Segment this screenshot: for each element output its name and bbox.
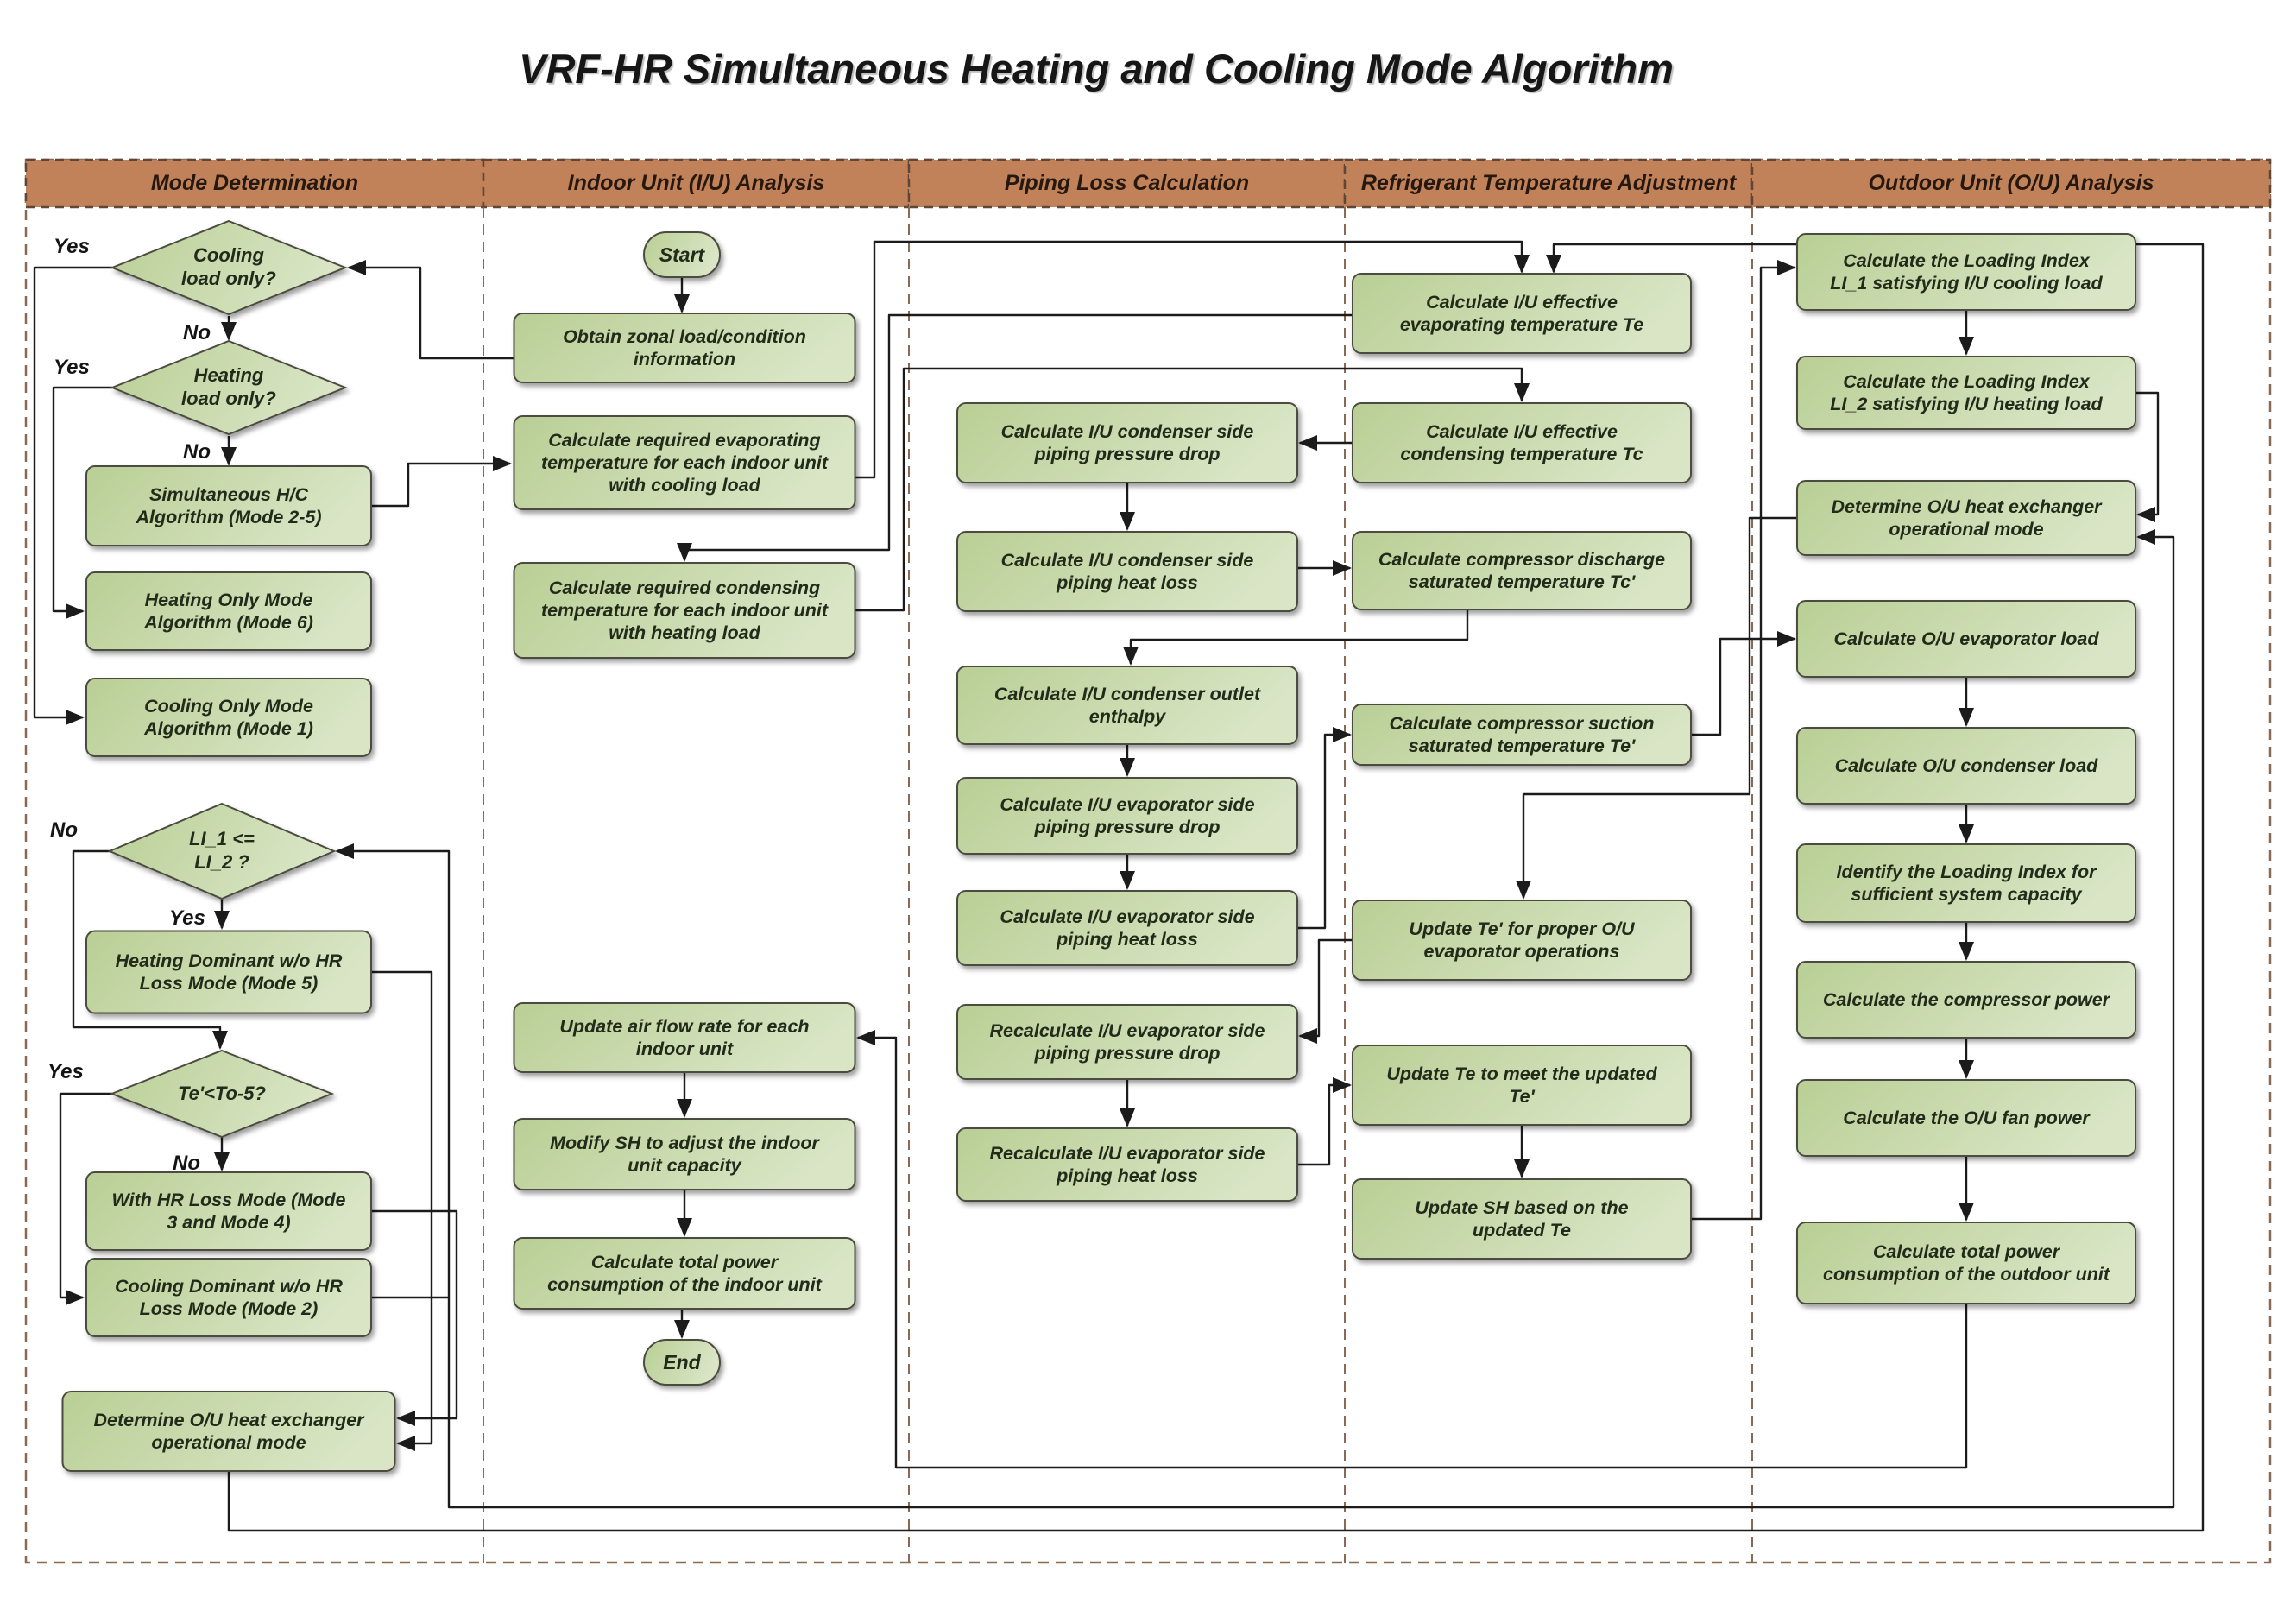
pill-start [643,231,721,278]
box-evap-heat-loss [956,890,1298,966]
branch-label-no-3: No [183,440,211,464]
lane-header-label: Piping Loss Calculation [1004,171,1250,195]
edge-li-no-to-te-diamond [72,849,228,1050]
box-li1 [1796,233,2136,311]
edge-determine-ou-to-update-te-prime [1516,516,1797,900]
edge-loadindex-feedback-to-li-diamond [335,843,451,1297]
edge-with-hr-to-determine-c1 [371,1209,458,1426]
box-update-te [1352,1045,1692,1126]
edge-evapheat-to-suction [1297,727,1352,930]
edge-cooling-yes-to-mode1 [33,266,112,725]
box-fan-power [1796,1079,2136,1157]
box-identify-li [1796,843,2136,923]
diamond-te-to5 [109,1049,335,1139]
lane-header-cell [1343,158,1754,209]
box-modify-sh [513,1118,856,1190]
box-cooling-dominant [85,1258,372,1337]
box-recalc-heat-loss [956,1127,1298,1202]
box-effective-te [1352,273,1692,354]
box-heating-only-mode [85,571,372,651]
box-ou-total-power [1796,1222,2136,1304]
box-cond-outlet-enthalpy [956,666,1298,745]
edge-cooling-dominant-to-determine-c5 [371,529,2175,1509]
box-update-airflow [513,1002,856,1073]
box-effective-tc [1352,402,1692,483]
diamond-cooling-load-only [110,219,348,316]
box-determine-ou-hx-c1 [61,1391,396,1472]
box-calc-evap-temp [513,415,856,510]
lane-header-cell [482,158,911,209]
box-cond-heat-loss [956,531,1298,612]
box-compressor-power [1796,961,2136,1039]
branch-label-yes-0: Yes [54,235,90,258]
box-with-hr-loss [85,1171,372,1251]
edge-suction-to-ou-evap-load [1691,631,1796,736]
edge-evaptemp-to-te [855,240,1530,479]
edge-heating-yes-to-mode6 [52,386,112,619]
box-heating-dominant [85,930,372,1014]
edge-ou-total-to-airflow [856,1030,1968,1469]
edge-li2-to-determine-ou [2135,391,2160,522]
branch-label-no-7: No [173,1152,200,1175]
box-li2 [1796,356,2136,430]
edge-te-to-condtemp [677,313,1353,562]
box-simultaneous-hc [85,465,372,546]
branch-label-no-4: No [50,818,78,842]
lane-header-cell [24,158,485,209]
lane-header-label: Indoor Unit (I/U) Analysis [567,171,825,195]
box-calc-cond-temp [513,562,856,659]
box-discharge-tc [1352,531,1692,610]
page-title: VRF-HR Simultaneous Heating and Cooling … [519,46,1674,92]
box-cond-pressure-drop [956,402,1298,483]
box-iu-total-power [513,1237,856,1310]
branch-label-yes-5: Yes [169,906,205,930]
branch-label-yes-2: Yes [54,356,90,379]
edge-heating-dominant-to-determine-c1 [371,970,433,1451]
box-obtain-zonal [513,313,856,383]
edge-condtemp-to-tc [855,367,1530,612]
diamond-heating-load-only [110,339,348,436]
edge-te-yes-to-cooling-dominant [59,1092,112,1305]
box-ou-evap-load [1796,600,2136,678]
diamond-li1-li2 [107,802,337,900]
edge-recalc-heat-to-update-te [1297,1077,1352,1166]
box-cooling-only-mode [85,678,372,757]
lane-header-label: Refrigerant Temperature Adjustment [1360,171,1737,195]
box-ou-cond-load [1796,727,2136,805]
box-recalc-pressure-drop [956,1004,1298,1080]
lane-header-label: Outdoor Unit (O/U) Analysis [1868,171,2154,195]
branch-label-yes-6: Yes [47,1060,84,1083]
lane-header-label: Mode Determination [150,171,359,195]
box-evap-pressure-drop [956,777,1298,855]
edge-determine-c1-to-te-loop [227,243,2205,1532]
branch-label-no-1: No [183,321,211,344]
box-determine-ou-hx-c5 [1796,480,2136,556]
edge-discharge-to-enthalpy [1123,609,1469,666]
edge-obtain-to-cooling-diamond [347,260,514,360]
pill-end [643,1339,721,1386]
box-suction-te [1352,704,1692,766]
box-update-te-prime [1352,900,1692,981]
edge-update-sh-to-li1 [1691,260,1796,1221]
edge-update-te-prime-to-recalc-press [1298,938,1353,1044]
edge-simultaneous-to-evaptemp [371,456,512,508]
box-update-sh [1352,1178,1692,1260]
lane-header-cell [1750,158,2272,209]
